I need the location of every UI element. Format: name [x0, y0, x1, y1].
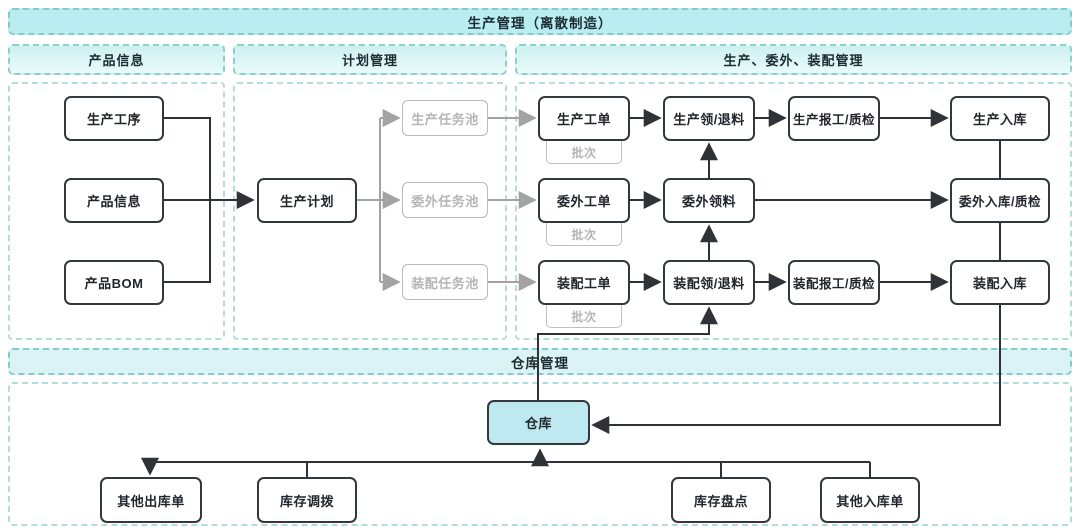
node-outsourcing-order-label: 委外工单: [556, 194, 611, 209]
node-production-order-label: 生产工单: [556, 112, 611, 127]
node-other-outbound-order-label: 其他出库单: [117, 493, 185, 509]
node-outsourcing-task-pool: 委外任务池: [402, 182, 488, 218]
node-other-inbound-order-label: 其他入库单: [836, 493, 904, 509]
node-production-inbound: 生产入库: [950, 96, 1050, 141]
tag-batch-assembly: 批次: [546, 303, 622, 328]
node-assembly-task-pool: 装配任务池: [402, 264, 488, 300]
section-header-product-info-label: 产品信息: [88, 53, 145, 68]
node-production-order: 生产工单: [538, 96, 630, 141]
section-header-planning: 计划管理: [233, 44, 507, 75]
node-outsourcing-inbound-qc: 委外入库/质检: [950, 178, 1050, 223]
tag-batch-production: 批次: [546, 139, 622, 164]
node-production-process: 生产工序: [64, 96, 164, 141]
node-production-inbound-label: 生产入库: [972, 112, 1027, 127]
node-production-pick-return-label: 生产领/退料: [673, 112, 745, 127]
section-header-product-info: 产品信息: [8, 44, 225, 75]
banner-production-management: 生产管理（离散制造）: [8, 8, 1072, 35]
node-production-plan: 生产计划: [257, 178, 357, 223]
node-assembly-order-label: 装配工单: [556, 276, 611, 291]
tag-batch-production-label: 批次: [571, 146, 597, 160]
node-other-inbound-order: 其他入库单: [820, 477, 920, 523]
node-product-info: 产品信息: [64, 178, 164, 223]
banner-warehouse-management: 仓库管理: [8, 348, 1072, 375]
node-warehouse: 仓库: [487, 400, 590, 445]
node-production-report-qc-label: 生产报工/质检: [793, 113, 875, 127]
node-assembly-report-qc-label: 装配报工/质检: [793, 277, 875, 291]
node-assembly-inbound: 装配入库: [950, 260, 1050, 305]
node-inventory-transfer-label: 库存调拨: [279, 493, 334, 509]
node-assembly-inbound-label: 装配入库: [972, 276, 1027, 291]
banner-production-management-label: 生产管理（离散制造）: [467, 15, 613, 31]
tag-batch-assembly-label: 批次: [571, 310, 597, 324]
section-header-production-outsourcing-assembly: 生产、委外、装配管理: [515, 44, 1072, 75]
node-product-info-label: 产品信息: [86, 194, 141, 209]
node-production-plan-label: 生产计划: [279, 194, 334, 209]
node-assembly-task-pool-label: 装配任务池: [411, 275, 479, 291]
node-assembly-order: 装配工单: [538, 260, 630, 305]
node-outsourcing-task-pool-label: 委外任务池: [411, 193, 479, 209]
node-product-bom: 产品BOM: [64, 260, 164, 305]
node-assembly-pick-return: 装配领/退料: [663, 260, 755, 305]
node-inventory-count: 库存盘点: [671, 477, 771, 523]
node-outsourcing-pick: 委外领料: [663, 178, 755, 223]
node-inventory-count-label: 库存盘点: [693, 493, 748, 509]
node-outsourcing-order: 委外工单: [538, 178, 630, 223]
node-outsourcing-pick-label: 委外领料: [681, 194, 736, 209]
node-outsourcing-inbound-qc-label: 委外入库/质检: [959, 195, 1041, 209]
banner-warehouse-management-label: 仓库管理: [511, 355, 569, 371]
node-assembly-pick-return-label: 装配领/退料: [673, 276, 745, 291]
section-header-production-outsourcing-assembly-label: 生产、委外、装配管理: [723, 53, 864, 68]
node-production-report-qc: 生产报工/质检: [788, 96, 880, 141]
tag-batch-outsourcing-label: 批次: [571, 228, 597, 242]
node-inventory-transfer: 库存调拨: [257, 477, 357, 523]
node-production-task-pool: 生产任务池: [402, 100, 488, 136]
node-assembly-report-qc: 装配报工/质检: [788, 260, 880, 305]
node-production-pick-return: 生产领/退料: [663, 96, 755, 141]
node-other-outbound-order: 其他出库单: [100, 477, 202, 523]
node-production-task-pool-label: 生产任务池: [411, 111, 479, 127]
node-product-bom-label: 产品BOM: [84, 276, 144, 291]
tag-batch-outsourcing: 批次: [546, 221, 622, 246]
node-warehouse-label: 仓库: [524, 416, 552, 431]
section-header-planning-label: 计划管理: [341, 53, 398, 68]
node-production-process-label: 生产工序: [86, 112, 141, 127]
